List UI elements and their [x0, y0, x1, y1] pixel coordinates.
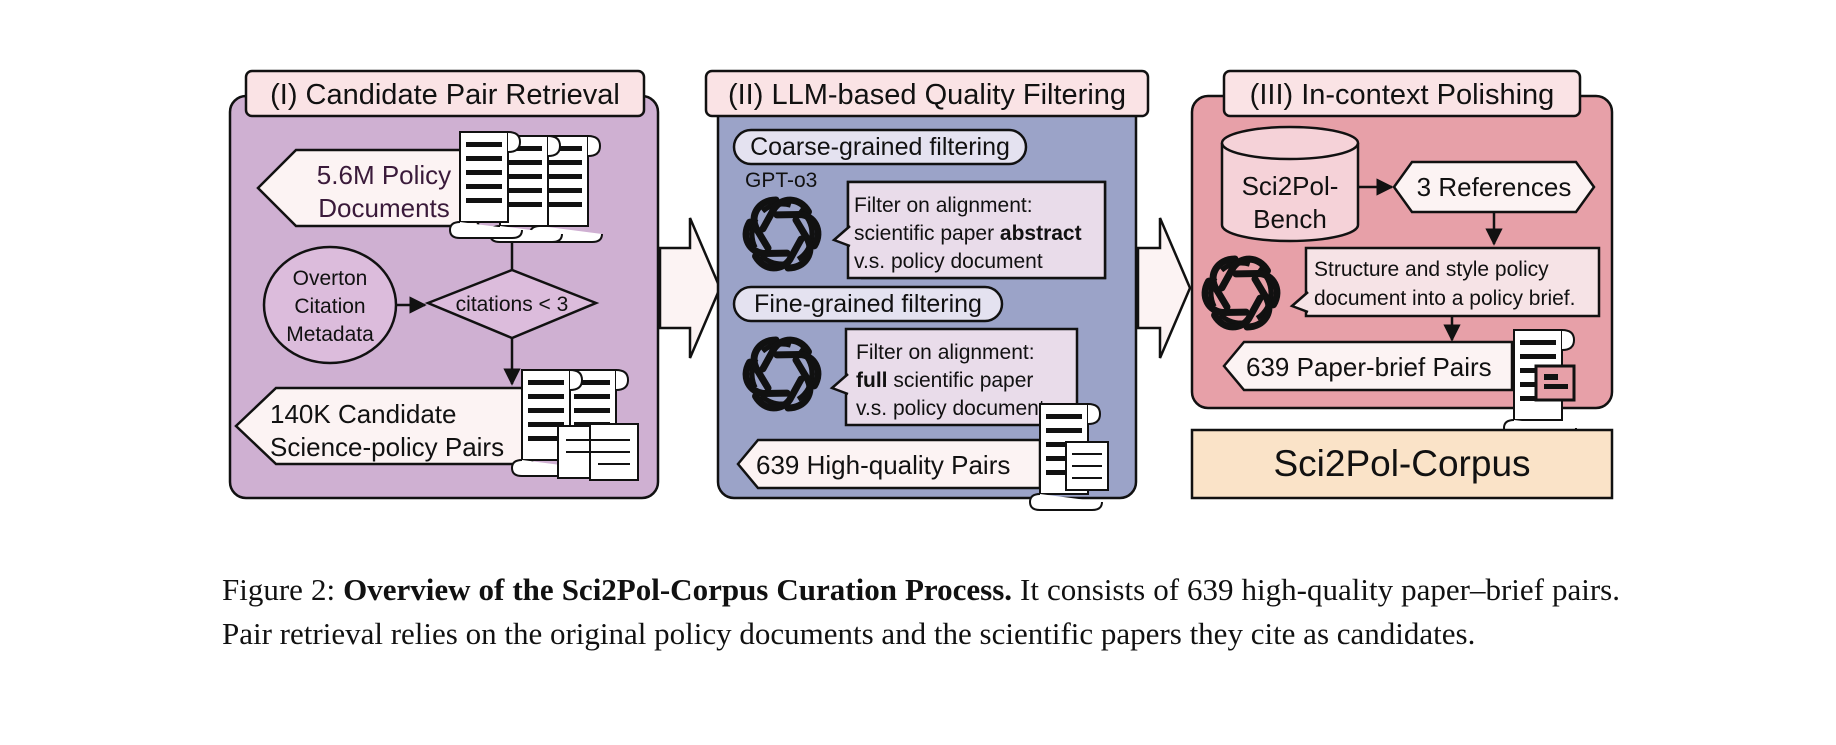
paper-brief-pairs-label: 639 Paper-brief Pairs	[1246, 352, 1492, 382]
fine-bubble-line3: v.s. policy document	[856, 397, 1045, 420]
references-hexagon	[1392, 160, 1596, 214]
caption-prefix: Figure 2:	[222, 572, 344, 607]
metadata-line2: Citation	[294, 295, 365, 318]
corpus-label: Sci2Pol-Corpus	[1273, 443, 1530, 484]
panel-quality-filtering: (II) LLM-based Quality Filtering Coarse-…	[704, 69, 1150, 511]
fine-filtering-label: Fine-grained filtering	[754, 290, 982, 318]
coarse-bubble-line1: Filter on alignment:	[854, 194, 1033, 217]
panel3-title: (III) In-context Polishing	[1250, 79, 1555, 111]
panel-candidate-pair-retrieval: (I) Candidate Pair Retrieval 5.6M Policy…	[228, 69, 660, 500]
coarse-bubble-line2: scientific paper abstract	[854, 222, 1082, 245]
database-cylinder-icon	[1220, 125, 1360, 243]
coarse-bubble-line3: v.s. policy document	[854, 250, 1043, 273]
curation-process-diagram: (I) Candidate Pair Retrieval 5.6M Policy…	[228, 69, 1614, 511]
caption-body: It consists of 639 high-quality paper–br…	[222, 572, 1620, 651]
paper-scroll-icon	[1503, 329, 1577, 437]
panel-in-context-polishing: (III) In-context Polishing Sci2Pol- Benc…	[1190, 69, 1614, 437]
paper-pair-icon	[511, 369, 639, 481]
panel1-title: (I) Candidate Pair Retrieval	[270, 79, 620, 111]
paper-brief-pairs-shape	[1222, 340, 1514, 392]
bench-line1: Sci2Pol-	[1242, 171, 1339, 201]
policy-documents-line1: 5.6M Policy	[317, 160, 451, 190]
stage-arrow-2	[1136, 217, 1192, 359]
policy-documents-line2: Documents	[318, 193, 450, 223]
caption-title: Overview of the Sci2Pol-Corpus Curation …	[343, 572, 1013, 607]
gpt-model-label: GPT-o3	[745, 169, 817, 192]
paper-scroll-icon	[1029, 403, 1109, 511]
candidate-pairs-line1: 140K Candidate	[270, 399, 456, 429]
bench-line2: Bench	[1253, 204, 1327, 234]
overton-metadata-circle	[262, 245, 398, 365]
metadata-line1: Overton	[293, 267, 368, 290]
corpus-box	[1190, 428, 1614, 500]
metadata-line3: Metadata	[286, 323, 374, 346]
polish-bubble-line1: Structure and style policy	[1314, 258, 1549, 281]
polish-bubble-line2: document into a policy brief.	[1314, 287, 1575, 310]
coarse-filtering-label: Coarse-grained filtering	[750, 133, 1010, 161]
panel2-title: (II) LLM-based Quality Filtering	[728, 79, 1126, 111]
document-stack-icon	[449, 131, 603, 243]
fine-bubble-line1: Filter on alignment:	[856, 341, 1035, 364]
citation-filter-label: citations < 3	[456, 293, 569, 316]
candidate-pairs-line2: Science-policy Pairs	[270, 432, 504, 462]
citation-filter-diamond	[424, 268, 600, 340]
figure-caption: Figure 2: Overview of the Sci2Pol-Corpus…	[222, 568, 1620, 656]
high-quality-pairs-label: 639 High-quality Pairs	[756, 450, 1010, 480]
references-label: 3 References	[1417, 172, 1572, 202]
stage-arrow-1	[658, 217, 722, 359]
fine-bubble-line2: full scientific paper	[856, 369, 1033, 392]
